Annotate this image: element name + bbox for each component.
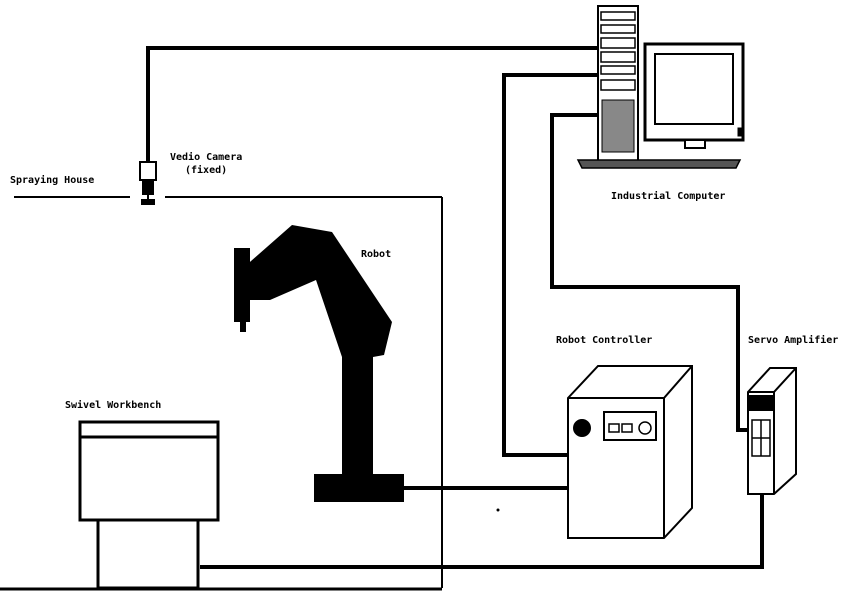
stray-dot	[496, 508, 500, 512]
label-industrial-computer: Industrial Computer	[611, 190, 725, 202]
camera-cable	[146, 46, 602, 162]
label-spraying-house: Spraying House	[10, 174, 94, 186]
computer-controller-cable	[502, 73, 600, 457]
connection-cables	[146, 46, 764, 569]
video-camera-icon	[139, 161, 157, 205]
label-robot: Robot	[361, 249, 391, 260]
label-swivel-workbench: Swivel Workbench	[65, 399, 161, 411]
industrial-computer-icon	[576, 5, 745, 169]
robot-controller-icon	[567, 365, 693, 539]
swivel-workbench-icon	[78, 420, 220, 590]
label-servo-amplifier: Servo Amplifier	[748, 334, 838, 346]
workbench-servo-cable	[200, 493, 764, 569]
label-video-camera: Vedio Camera	[170, 151, 242, 163]
label-robot-controller: Robot Controller	[556, 335, 652, 346]
label-video-camera-fixed: (fixed)	[185, 164, 227, 176]
robot-arm-icon	[234, 225, 404, 502]
servo-amplifier-icon	[747, 367, 797, 495]
computer-servo-cable	[550, 113, 750, 432]
spraying-house-enclosure	[0, 196, 443, 591]
